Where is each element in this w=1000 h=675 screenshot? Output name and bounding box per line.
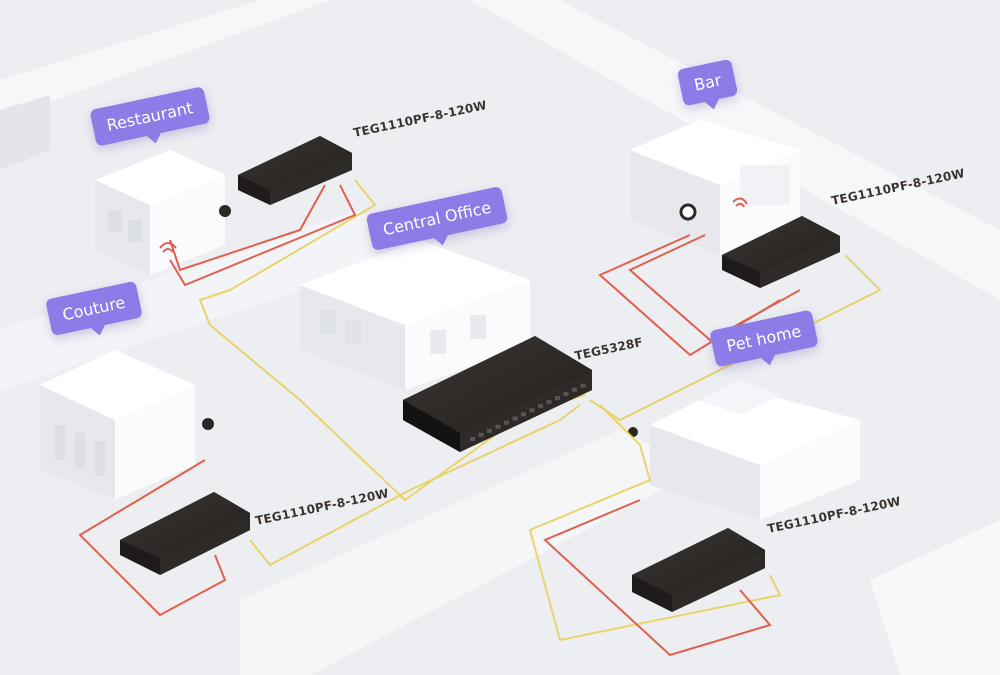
switch-port: [495, 424, 501, 429]
restaurant-switch: [238, 136, 352, 205]
switch-port: [487, 428, 492, 433]
switch-port: [563, 391, 569, 396]
switch-port: [478, 432, 484, 437]
switch-port: [521, 412, 526, 417]
switch-port: [512, 416, 518, 421]
switch-port: [572, 387, 577, 392]
building-couture: [40, 350, 195, 500]
access-point-couture: [202, 418, 214, 430]
switch-port: [580, 383, 586, 388]
access-point-bar: [679, 197, 748, 221]
pet-home-switch: [632, 528, 765, 612]
switch-port: [555, 396, 560, 400]
switch-port: [470, 437, 475, 441]
building-pet-home: [650, 380, 860, 520]
switch-port: [529, 408, 535, 413]
ethernet-cables: [78, 184, 801, 657]
building-restaurant: [95, 150, 225, 275]
couture-switch: [120, 492, 250, 575]
bar-switch: [722, 216, 840, 288]
core-switch: [403, 336, 592, 452]
switch-port: [546, 400, 552, 405]
access-point-restaurant: [159, 205, 231, 253]
switch-port: [504, 420, 509, 425]
building-bar: [630, 120, 800, 255]
switch-port: [538, 404, 543, 409]
building-central-office: [300, 240, 530, 390]
core-switch-ports: [470, 383, 586, 441]
